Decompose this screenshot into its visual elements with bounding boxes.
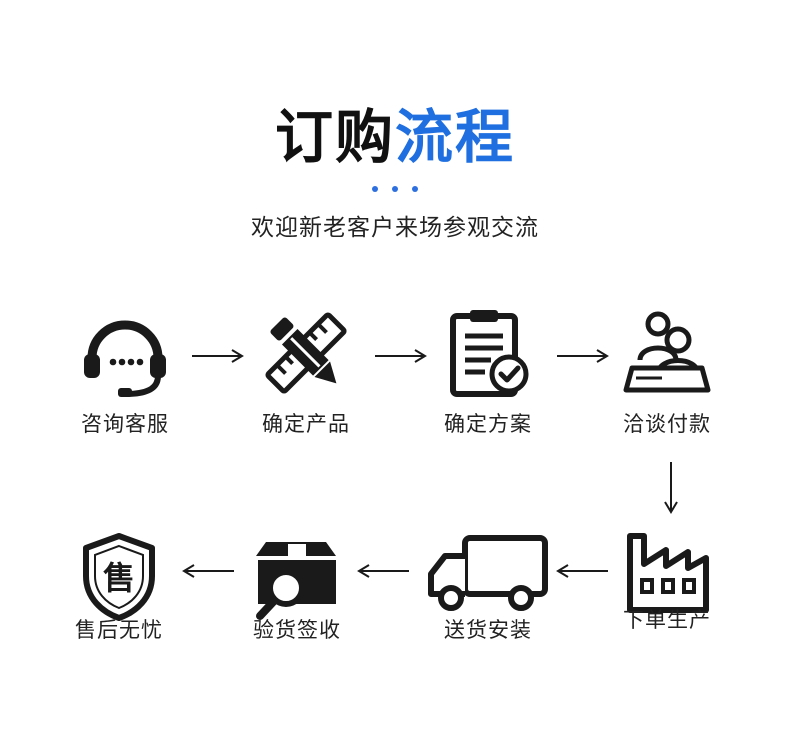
step-label: 确定方案 bbox=[444, 412, 532, 436]
dot bbox=[392, 186, 398, 192]
step-label: 下单生产 bbox=[623, 608, 711, 632]
shield-badge-text: 售 bbox=[103, 559, 135, 597]
arrow-left-icon bbox=[355, 563, 411, 579]
delivery-truck-icon bbox=[425, 530, 551, 620]
step-label: 洽谈付款 bbox=[623, 412, 711, 436]
page-subtitle: 欢迎新老客户来场参观交流 bbox=[251, 215, 539, 241]
arrow-left-icon bbox=[180, 563, 236, 579]
title-part-black: 订购 bbox=[274, 103, 395, 171]
meeting-people-icon bbox=[622, 308, 712, 398]
arrow-right-icon bbox=[190, 348, 246, 364]
arrow-left-icon bbox=[554, 563, 610, 579]
page-title: 订购流程 bbox=[0, 100, 790, 174]
title-part-blue: 流程 bbox=[395, 103, 516, 171]
after-sales-shield-icon: 售 bbox=[74, 532, 164, 622]
arrow-down-icon bbox=[663, 460, 679, 516]
decorative-dots bbox=[370, 186, 420, 194]
step-label: 咨询客服 bbox=[81, 412, 169, 436]
step-label: 送货安装 bbox=[444, 618, 532, 642]
step-label: 验货签收 bbox=[253, 618, 341, 642]
dot bbox=[372, 186, 378, 192]
clipboard-check-icon bbox=[443, 308, 533, 398]
pencil-ruler-icon bbox=[261, 308, 351, 398]
headset-icon bbox=[80, 308, 170, 398]
box-inspect-icon bbox=[252, 532, 342, 622]
arrow-right-icon bbox=[555, 348, 611, 364]
factory-icon bbox=[622, 528, 712, 618]
arrow-right-icon bbox=[373, 348, 429, 364]
step-label: 确定产品 bbox=[262, 412, 350, 436]
dot bbox=[412, 186, 418, 192]
step-label: 售后无忧 bbox=[75, 618, 163, 642]
